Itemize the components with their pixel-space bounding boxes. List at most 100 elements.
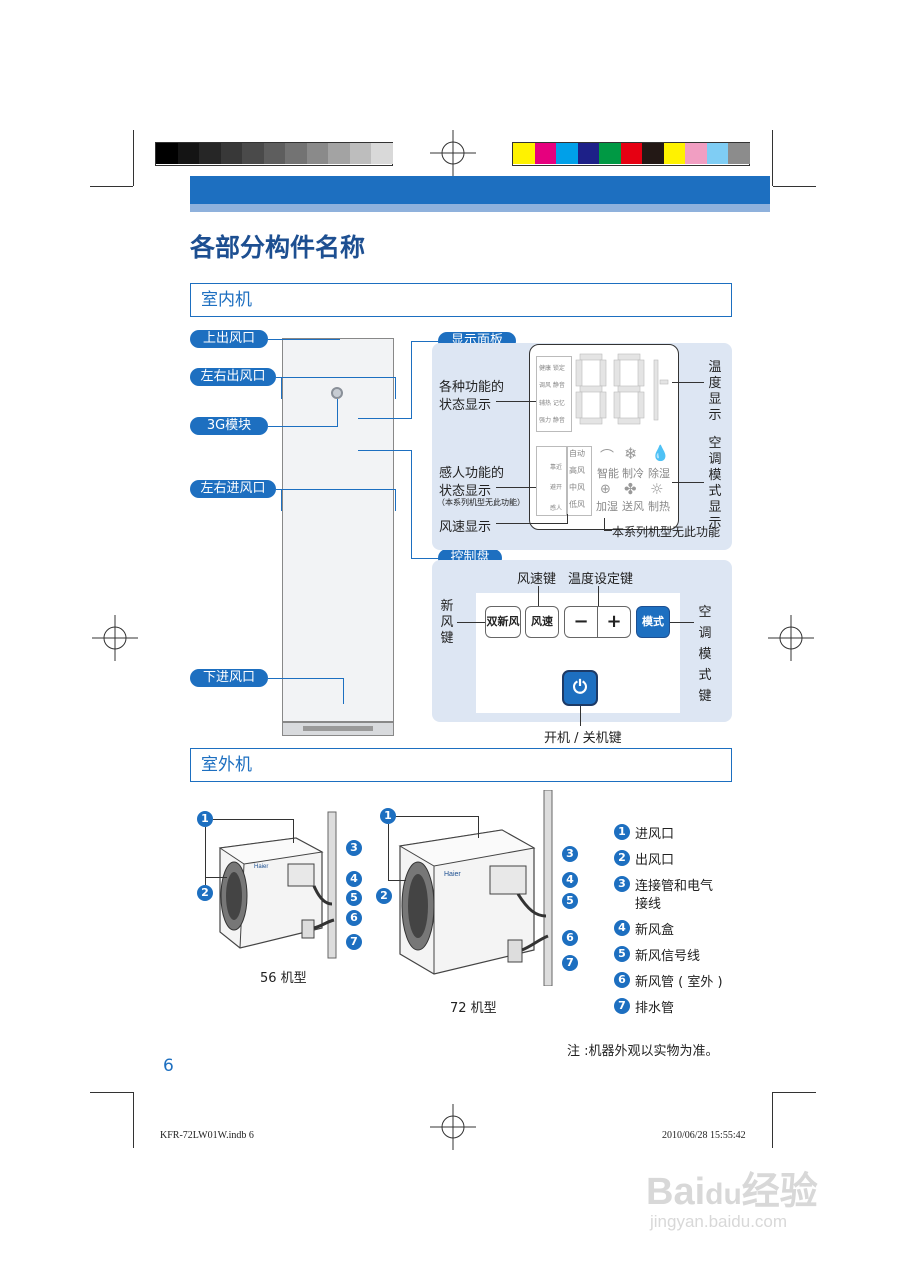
color-swatch <box>685 143 707 164</box>
callout-3-72: 3 <box>562 846 578 862</box>
status-row-2: 调风 静音 <box>539 382 565 389</box>
color-swatch <box>577 143 599 164</box>
fan-speed-button[interactable]: 风速 <box>525 606 559 638</box>
power-icon: ⏻ <box>572 677 588 698</box>
legend-text: 新风信号线 <box>635 949 701 964</box>
label-3g-module: 3G模块 <box>190 417 268 435</box>
legend-text: 新风管 ( 室外 ) <box>635 975 723 990</box>
crop-mark <box>773 1092 816 1093</box>
crop-mark <box>90 186 133 187</box>
color-swatch <box>556 143 578 164</box>
power-button[interactable]: ⏻ <box>562 670 598 706</box>
callout-1-72: 1 <box>380 808 396 824</box>
label-side-outlet: 左右出风口 <box>190 368 276 386</box>
temp-key-label: 温度设定键 <box>568 572 634 587</box>
color-swatch <box>534 143 556 164</box>
label-bottom-inlet: 下进风口 <box>190 669 268 687</box>
color-swatch <box>642 143 664 164</box>
callout-2-72: 2 <box>376 888 392 904</box>
cmyk-color-bar <box>512 142 750 166</box>
indoor-section-header: 室内机 <box>190 283 732 317</box>
fan-low: 低风 <box>569 500 585 509</box>
status-indicator-box <box>536 356 572 432</box>
gray-swatch <box>263 143 285 164</box>
callout-7-56: 7 <box>346 934 362 950</box>
mode-dry: 除湿 <box>648 467 670 480</box>
footer-timestamp: 2010/06/28 15:55:42 <box>662 1130 746 1141</box>
mode-heat-icon: ☼ <box>650 480 664 498</box>
fan-level-box <box>566 446 592 516</box>
gray-swatch <box>156 143 178 164</box>
temp-minus-button[interactable]: − <box>564 606 598 638</box>
fan-mid: 中风 <box>569 483 585 492</box>
page-number: 6 <box>163 1056 174 1076</box>
gray-swatch <box>177 143 199 164</box>
legend-text: 进风口 <box>635 827 675 842</box>
mode-smart: 智能 <box>597 467 619 480</box>
legend-number: 4 <box>614 920 630 936</box>
model-56-label: 56 机型 <box>260 971 307 986</box>
baidu-watermark-logo: Baidu经验 jingyan.baidu.com <box>646 1171 818 1231</box>
callout-5-72: 5 <box>562 893 578 909</box>
color-swatch <box>599 143 621 164</box>
fresh-air-button[interactable]: 双新风 <box>485 606 521 638</box>
gray-swatch <box>328 143 350 164</box>
crop-mark <box>133 130 134 186</box>
registration-mark-right <box>768 615 814 661</box>
svg-text:Haier: Haier <box>444 871 461 878</box>
gray-swatch <box>349 143 371 164</box>
callout-5-56: 5 <box>346 890 362 906</box>
header-band <box>190 176 770 204</box>
svg-text:Haier: Haier <box>254 864 268 870</box>
legend-text: 排水管 <box>635 1001 675 1016</box>
color-swatch <box>706 143 728 164</box>
registration-mark-left <box>92 615 138 661</box>
callout-1-56: 1 <box>197 811 213 827</box>
legend-number: 2 <box>614 850 630 866</box>
sense-indicator-box <box>536 446 568 516</box>
status-label-2: 状态显示 <box>439 398 492 413</box>
legend-text: 出风口 <box>635 853 675 868</box>
sense-b: 避开 <box>550 484 563 491</box>
legend-number: 3 <box>614 876 630 892</box>
gray-swatch <box>220 143 242 164</box>
legend-number: 6 <box>614 972 630 988</box>
mode-smart-icon: ⌒ <box>600 449 614 465</box>
legend-text: 接线 <box>635 897 662 912</box>
fan-high: 高风 <box>569 466 585 475</box>
crop-mark <box>772 130 773 186</box>
model-72-label: 72 机型 <box>450 1001 497 1016</box>
header-band-shadow <box>190 204 770 212</box>
fan-key-label: 风速键 <box>517 572 557 587</box>
mode-heat: 制热 <box>648 500 670 513</box>
registration-mark-bottom <box>430 1104 476 1150</box>
mode-button[interactable]: 模式 <box>636 606 670 638</box>
label-side-inlet: 左右进风口 <box>190 480 276 498</box>
mode-humid-icon: ⊕ <box>600 482 611 497</box>
temperature-digits <box>575 353 669 425</box>
color-swatch <box>728 143 750 164</box>
gray-swatch <box>242 143 264 164</box>
temp-plus-button[interactable]: + <box>597 606 631 638</box>
sense-label-1: 感人功能的 <box>439 466 505 481</box>
indoor-unit-body <box>282 338 394 722</box>
mode-cool: 制冷 <box>622 467 644 480</box>
callout-4-56: 4 <box>346 871 362 887</box>
color-swatch <box>663 143 685 164</box>
callout-4-72: 4 <box>562 872 578 888</box>
mode-fan-icon: ✤ <box>624 480 637 498</box>
callout-6-72: 6 <box>562 930 578 946</box>
outdoor-section-header: 室外机 <box>190 748 732 782</box>
callout-3-56: 3 <box>346 840 362 856</box>
callout-2-56: 2 <box>197 885 213 901</box>
crop-mark <box>773 186 816 187</box>
gray-swatch <box>306 143 328 164</box>
gray-color-bar <box>155 142 414 166</box>
mode-display-label: 空调模式显示 <box>708 436 722 531</box>
legend-number: 7 <box>614 998 630 1014</box>
label-top-outlet: 上出风口 <box>190 330 268 348</box>
gray-swatch <box>392 143 414 164</box>
registration-mark-top <box>430 130 476 176</box>
fan-auto: 自动 <box>569 449 585 458</box>
crop-mark <box>133 1092 134 1148</box>
